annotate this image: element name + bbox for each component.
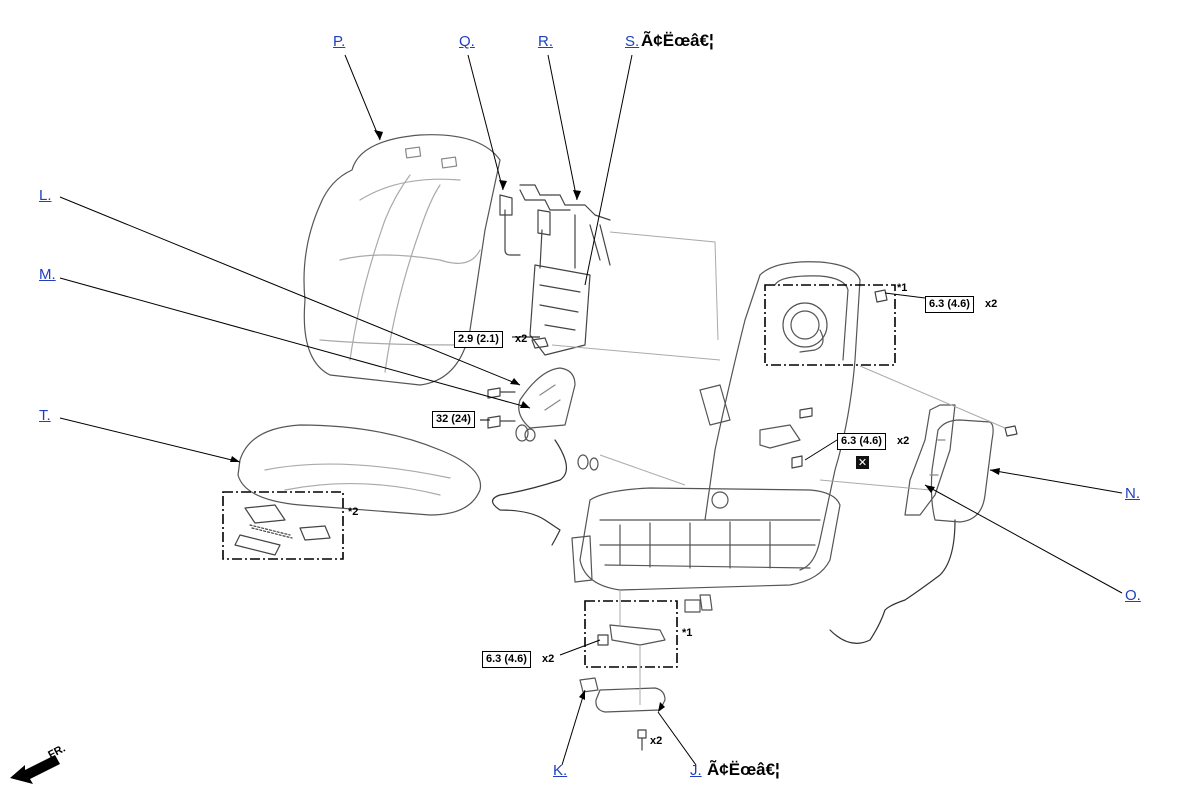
callout-R[interactable]: R. xyxy=(538,33,553,50)
callout-K[interactable]: K. xyxy=(553,762,568,779)
switch-module xyxy=(579,624,666,713)
callout-Q[interactable]: Q. xyxy=(459,33,475,50)
lumbar-springs xyxy=(234,504,331,556)
wire-harness xyxy=(491,439,956,644)
note-star-1-top: *1 xyxy=(897,282,908,294)
torque-box-2: 32 (24) xyxy=(432,411,475,428)
front-arrow-icon xyxy=(10,755,60,784)
callout-P[interactable]: P. xyxy=(333,33,346,50)
no-reuse-icon: ✕ xyxy=(856,456,869,469)
seatback-cover xyxy=(303,134,501,386)
note-star-2: *2 xyxy=(348,506,359,518)
screw-qty: x2 xyxy=(650,735,663,747)
bolts xyxy=(487,289,1018,751)
torque-qty-4: x2 xyxy=(897,435,910,447)
callout-J-mark: Ã¢Ëœâ€¦ xyxy=(707,760,780,779)
detail-boxes xyxy=(222,284,896,668)
note-star-1-bottom: *1 xyxy=(682,627,693,639)
leader-lines xyxy=(59,54,1123,766)
arrowheads xyxy=(230,130,1000,712)
callout-N[interactable]: N. xyxy=(1125,485,1140,502)
seat-cushion-cover xyxy=(237,424,482,516)
torque-box-5: 6.3 (4.6) xyxy=(482,651,531,668)
headrest-supports xyxy=(499,184,611,356)
reference-lines xyxy=(551,231,1006,705)
callout-M[interactable]: M. xyxy=(39,266,56,283)
torque-box-3: 6.3 (4.6) xyxy=(925,296,974,313)
torque-box-1: 2.9 (2.1) xyxy=(454,331,503,348)
callout-J[interactable]: J. xyxy=(690,762,702,779)
side-airbag xyxy=(904,404,994,523)
torque-qty-5: x2 xyxy=(542,653,555,665)
recliner-cover xyxy=(515,367,599,471)
seat-frame xyxy=(571,261,861,613)
callout-S[interactable]: S. xyxy=(625,33,640,50)
callout-T[interactable]: T. xyxy=(39,407,51,424)
callout-S-mark: Ã¢Ëœâ€¦ xyxy=(641,31,714,50)
torque-qty-3: x2 xyxy=(985,298,998,310)
callout-L[interactable]: L. xyxy=(39,187,52,204)
torque-qty-1: x2 xyxy=(515,333,528,345)
callout-O[interactable]: O. xyxy=(1125,587,1141,604)
torque-box-4: 6.3 (4.6) xyxy=(837,433,886,450)
